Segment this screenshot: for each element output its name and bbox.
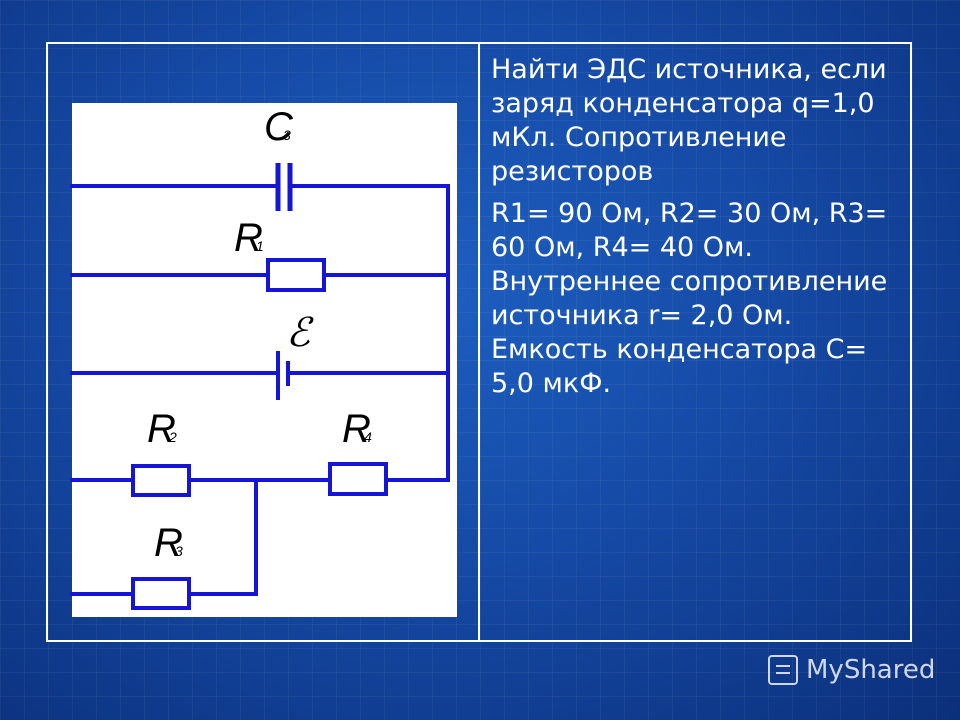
capacitor-label-subscript: 3: [283, 127, 291, 143]
emf-source-symbol: [276, 351, 290, 400]
r2-label: R: [147, 407, 176, 451]
r2-label-subscript: 2: [168, 429, 177, 445]
capacitor-symbol: [275, 163, 293, 211]
r1-label: R: [234, 216, 263, 260]
watermark-text: MyShared: [806, 655, 936, 685]
r4-label-subscript: 4: [364, 429, 372, 445]
circuit-panel: [72, 103, 457, 617]
problem-paragraph-1: Найти ЭДС источника, если заряд конденса…: [491, 54, 887, 187]
r1-label-subscript: 1: [256, 238, 264, 254]
r3-label-subscript: 3: [175, 543, 183, 559]
problem-paragraph-2: R1= 90 Ом, R2= 30 Ом, R3= 60 Ом, R4= 40 …: [491, 198, 888, 399]
problem-statement: Найти ЭДС источника, если заряд конденса…: [491, 53, 901, 409]
capacitor-label: C: [264, 105, 294, 149]
r4-label: R: [342, 407, 371, 451]
resistor-r4: [328, 462, 388, 496]
resistor-r1: [266, 258, 326, 292]
watermark: MyShared: [768, 655, 935, 685]
presentation-icon: [768, 655, 798, 685]
r3-label: R: [154, 521, 183, 565]
resistor-r2: [131, 464, 191, 497]
column-divider: [478, 42, 480, 642]
circuit-wires: [70, 184, 450, 596]
emf-label: ℰ: [286, 311, 314, 355]
resistor-r3: [131, 577, 191, 610]
